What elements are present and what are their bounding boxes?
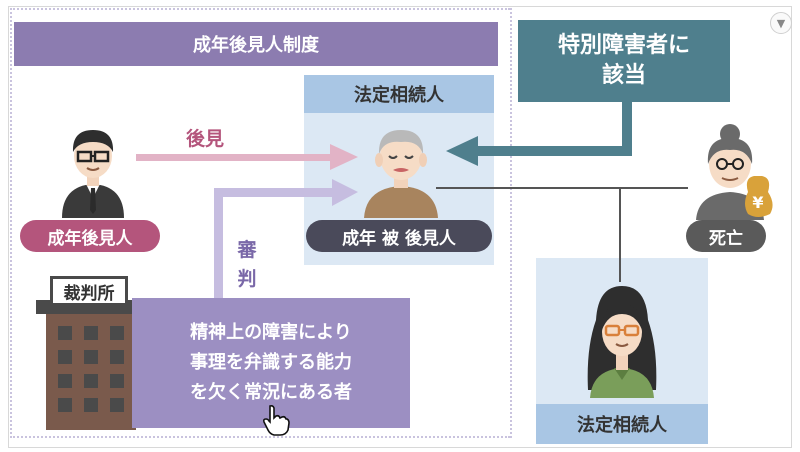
ward-panel-header: 法定相続人 <box>304 75 494 113</box>
dotted-divider <box>510 8 512 438</box>
judgment-label-char1: 審 <box>237 239 257 261</box>
guardian-man-figure <box>62 130 124 218</box>
chevron-down-icon[interactable]: ▼ <box>770 12 792 34</box>
definition-line1: 精神上の障害により <box>190 322 352 344</box>
deceased-label: 死亡 <box>686 220 766 252</box>
definition-line3: を欠く常況にある者 <box>190 381 352 403</box>
daughter-panel-footer: 法定相続人 <box>536 404 708 444</box>
yen-money-bag-icon: ¥ <box>745 176 773 217</box>
special-box-line1: 特別障害者に <box>557 33 690 59</box>
hand-pointer-icon <box>262 404 290 436</box>
guardianship-label: 後見 <box>186 128 225 150</box>
judgment-arrow <box>214 179 358 298</box>
court-building-icon <box>36 300 146 430</box>
judgment-label-char2: 判 <box>237 267 257 290</box>
judgment-label: 審 判 <box>236 236 258 293</box>
definition-line2: 事理を弁識する能力 <box>190 352 352 374</box>
ward-elderly-figure <box>364 130 438 218</box>
special-arrow <box>446 100 632 166</box>
family-tree-lines <box>436 187 688 282</box>
court-sign: 裁判所 <box>50 276 128 306</box>
heir-woman-figure <box>587 286 657 398</box>
special-box-line2: 該当 <box>601 63 646 88</box>
system-title-banner: 成年後見人制度 <box>14 22 498 66</box>
deceased-woman-figure: ¥ <box>696 124 773 220</box>
guardian-label: 成年後見人 <box>20 220 160 252</box>
ward-label: 成年 被 後見人 <box>306 220 492 252</box>
guardianship-system-area <box>10 8 510 438</box>
svg-text:¥: ¥ <box>752 193 763 212</box>
special-disability-box: 特別障害者に 該当 <box>518 20 730 102</box>
guardian-arrow <box>136 144 358 170</box>
